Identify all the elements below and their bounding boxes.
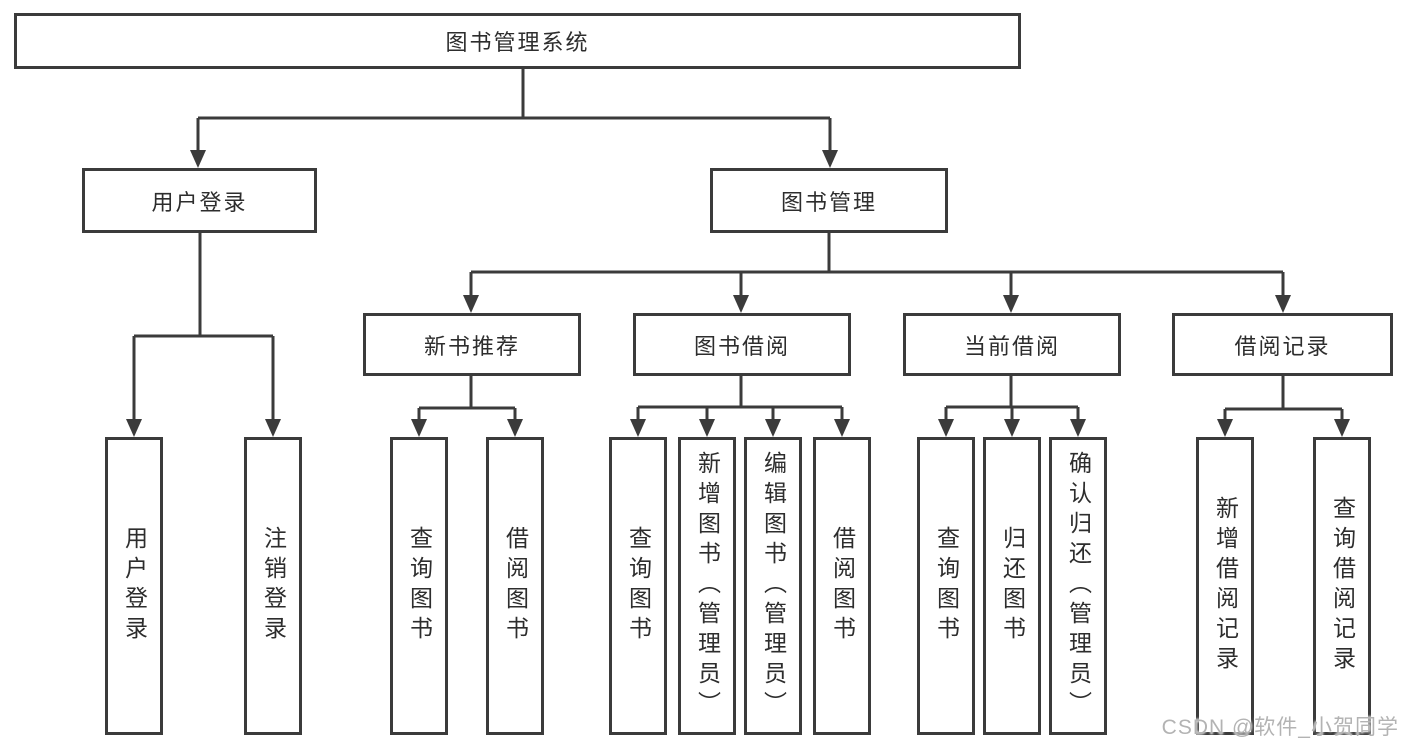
node-book-management-label: 图书管理 (780, 189, 877, 215)
leaf-confirm-return-admin-label: 确认归还（管理员） (1065, 451, 1092, 721)
leaf-newbook-borrow: 借阅图书 (486, 437, 544, 735)
node-borrow-records-label: 借阅记录 (1234, 333, 1331, 359)
connector-currentborrow-to-leaves (944, 376, 1080, 421)
node-system-root-label: 图书管理系统 (445, 30, 590, 55)
node-user-login-label: 用户登录 (151, 189, 248, 215)
leaf-record-query-label: 查询借阅记录 (1329, 496, 1356, 676)
leaf-borrow-add-admin-label: 新增图书（管理员） (694, 451, 721, 721)
leaf-return-book-label: 归还图书 (999, 526, 1026, 646)
leaf-current-query: 查询图书 (917, 437, 975, 735)
connector-records-to-leaves (1223, 376, 1344, 421)
connector-bookmgmt-to-level3 (469, 233, 1285, 297)
leaf-newbook-query-label: 查询图书 (406, 526, 433, 646)
leaf-confirm-return-admin: 确认归还（管理员） (1049, 437, 1107, 735)
leaf-record-add: 新增借阅记录 (1196, 437, 1254, 735)
leaf-borrow-query-label: 查询图书 (625, 526, 652, 646)
node-borrow-records: 借阅记录 (1172, 313, 1393, 376)
leaf-borrow-edit-admin: 编辑图书（管理员） (744, 437, 802, 735)
node-system-root: 图书管理系统 (14, 13, 1021, 69)
connector-userlogin-to-leaves (132, 233, 275, 421)
leaf-borrow-edit-admin-label: 编辑图书（管理员） (760, 451, 787, 721)
leaf-borrow-add-admin: 新增图书（管理员） (678, 437, 736, 735)
arrowheads (126, 150, 1350, 437)
connector-newbook-to-leaves (417, 376, 517, 421)
node-new-book-recommend-label: 新书推荐 (423, 333, 520, 359)
node-user-login: 用户登录 (82, 168, 317, 233)
csdn-watermark: CSDN @软件_小贺同学 (1161, 716, 1399, 739)
leaf-logout-label: 注销登录 (260, 526, 287, 646)
node-book-management: 图书管理 (710, 168, 948, 233)
node-book-borrow-label: 图书借阅 (693, 333, 790, 359)
leaf-newbook-query: 查询图书 (390, 437, 448, 735)
leaf-newbook-borrow-label: 借阅图书 (502, 526, 529, 646)
node-new-book-recommend: 新书推荐 (363, 313, 581, 376)
leaf-user-login-label: 用户登录 (121, 526, 148, 646)
leaf-return-book: 归还图书 (983, 437, 1041, 735)
leaf-logout: 注销登录 (244, 437, 302, 735)
node-current-borrow: 当前借阅 (903, 313, 1121, 376)
leaf-record-add-label: 新增借阅记录 (1212, 496, 1239, 676)
leaf-borrow-query: 查询图书 (609, 437, 667, 735)
leaf-current-query-label: 查询图书 (933, 526, 960, 646)
leaf-borrow-book: 借阅图书 (813, 437, 871, 735)
node-current-borrow-label: 当前借阅 (963, 333, 1060, 359)
connector-bookborrow-to-leaves (636, 376, 844, 421)
leaf-user-login: 用户登录 (105, 437, 163, 735)
node-book-borrow: 图书借阅 (633, 313, 851, 376)
leaf-borrow-book-label: 借阅图书 (829, 526, 856, 646)
connector-root-to-level2 (196, 69, 832, 152)
leaf-record-query: 查询借阅记录 (1313, 437, 1371, 735)
